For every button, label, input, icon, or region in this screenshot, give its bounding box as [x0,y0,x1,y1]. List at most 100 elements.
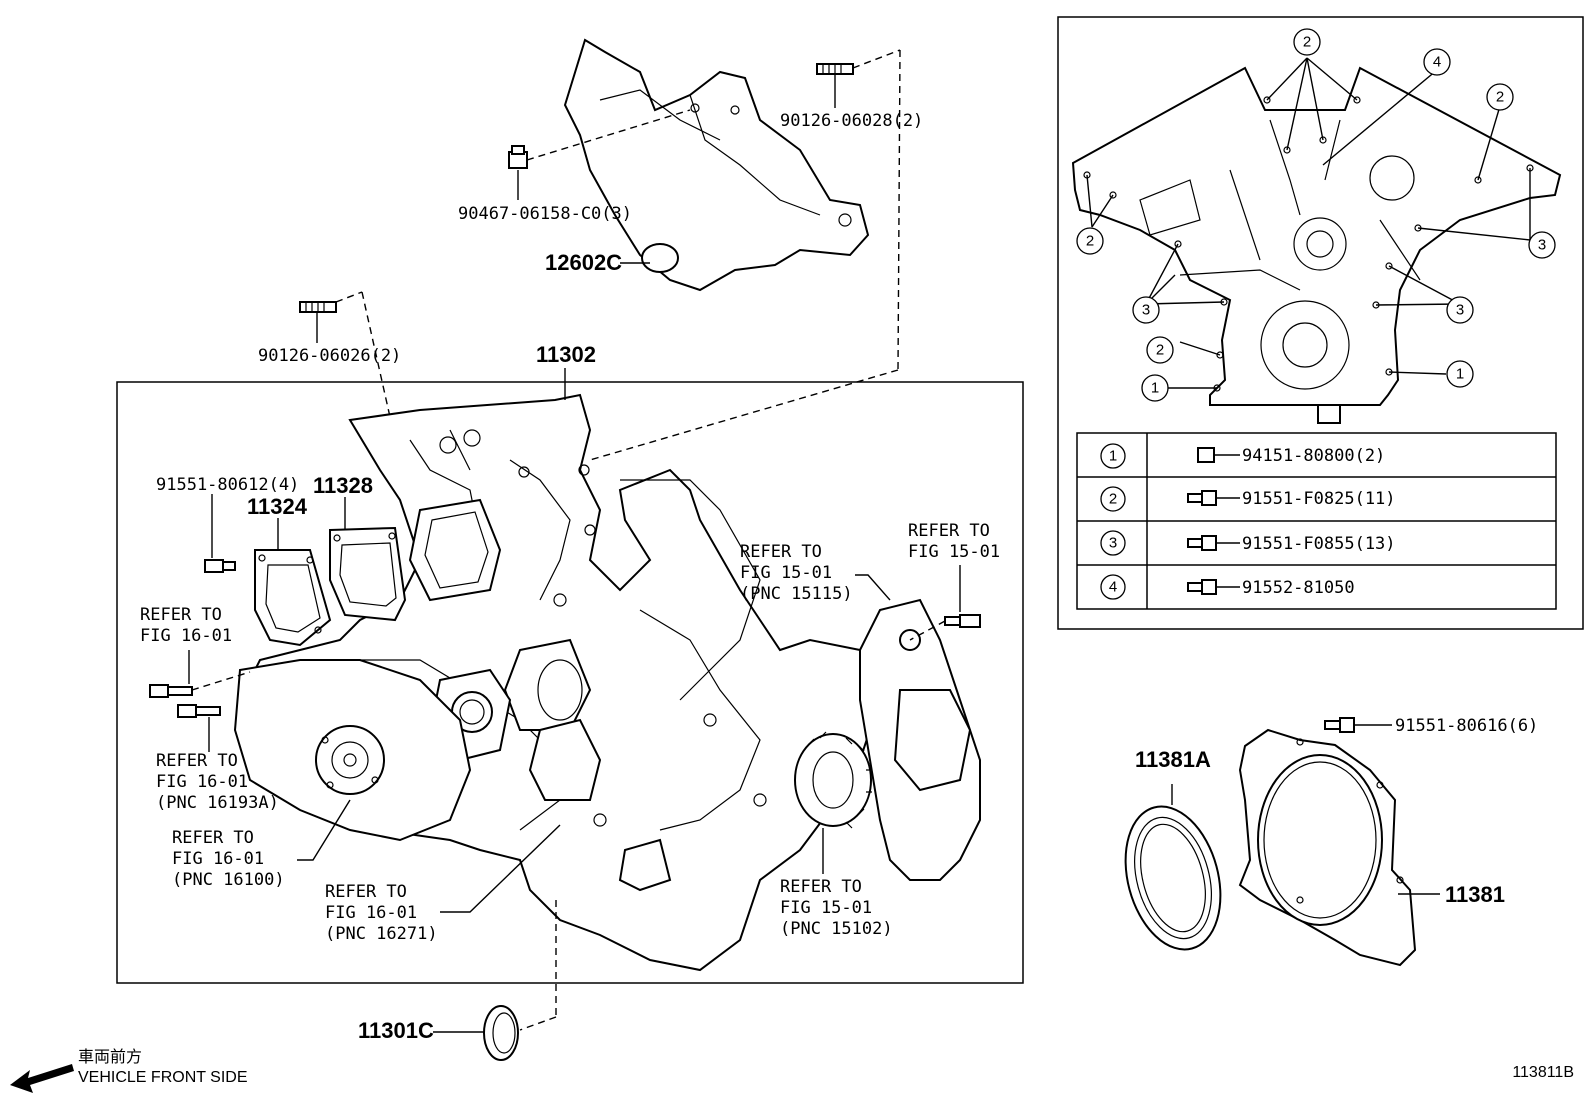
svg-text:3: 3 [1109,535,1117,552]
note-refer-16-01-c: REFER TO FIG 16-01 (PNC 16100) [172,799,351,890]
svg-text:(PNC 16193A): (PNC 16193A) [156,793,279,813]
note-refer-15-01-b: REFER TO FIG 15-01 [908,521,1000,612]
svg-text:FIG 16-01: FIG 16-01 [172,849,264,869]
part-label-91551-80612: 91551-80612(4) [156,475,299,495]
svg-text:4: 4 [1109,579,1117,596]
svg-text:FIG 16-01: FIG 16-01 [156,772,248,792]
svg-text:FIG 15-01: FIG 15-01 [908,542,1000,562]
svg-text:REFER TO: REFER TO [740,542,822,562]
callout-circle-2-left: 2 [1076,227,1104,255]
note-refer-16-01-a: REFER TO FIG 16-01 [140,605,232,684]
oil-pump-part [859,598,981,881]
rear-oil-seal-11381a-part [1124,805,1222,951]
svg-text:FIG 15-01: FIG 15-01 [780,898,872,918]
part-label-11324: 11324 [247,494,308,519]
bolt-legend-table [1076,432,1557,610]
svg-text:FIG 15-01: FIG 15-01 [740,563,832,583]
svg-text:2: 2 [1086,233,1094,250]
legend-row-2: 2 91551-F0825(11) [1100,486,1396,512]
part-label-12602c: 12602C [545,250,622,275]
inset-cover-outline [1071,66,1562,424]
svg-text:2: 2 [1156,342,1164,359]
callout-circle-4-top: 4 [1423,48,1451,76]
svg-text:(PNC 15102): (PNC 15102) [780,919,893,939]
svg-text:91551-F0825(11): 91551-F0825(11) [1242,489,1396,509]
callout-circle-3-right: 3 [1528,231,1556,259]
bolt-icon [1187,579,1217,595]
svg-text:FIG 16-01: FIG 16-01 [140,626,232,646]
direction-arrow-icon [10,1064,74,1093]
svg-text:3: 3 [1538,237,1546,254]
direction-label-en: VEHICLE FRONT SIDE [78,1069,248,1086]
inset-leader-lines [1086,57,1531,389]
bolt-location-inset-frame [1057,16,1584,630]
figure-id: 113811B [1512,1064,1574,1081]
part-label-11328: 11328 [313,473,373,498]
gasket-11324-part [254,549,332,647]
timing-cover-upper-part [563,38,870,292]
bolt-91551-80616-icon [1324,717,1355,733]
callout-circle-3-left: 3 [1132,296,1160,324]
bolt-refer-16-01-a-icon [149,684,193,698]
bolt-refer-15-01-icon [944,614,981,628]
svg-text:REFER TO: REFER TO [172,828,254,848]
nut-icon [1197,447,1215,463]
part-label-11302: 11302 [536,342,596,367]
note-refer-16-01-b: REFER TO FIG 16-01 (PNC 16193A) [156,717,279,813]
bolt-refer-16-01-b-icon [177,704,221,718]
svg-text:2: 2 [1303,34,1311,51]
direction-label-jp: 車両前方 [78,1048,142,1066]
callout-circle-1-right: 1 [1446,360,1474,388]
svg-text:91551-F0855(13): 91551-F0855(13) [1242,534,1396,554]
gasket-11328-part [329,526,407,622]
part-label-11381a: 11381A [1135,747,1211,772]
bolt-icon [1187,490,1217,506]
vehicle-front-direction-indicator: 車両前方 VEHICLE FRONT SIDE [10,1048,248,1093]
svg-text:1: 1 [1109,448,1117,465]
svg-text:94151-80800(2): 94151-80800(2) [1242,446,1385,466]
svg-text:2: 2 [1496,89,1504,106]
part-label-11301c: 11301C [358,1018,434,1043]
note-refer-15-01-c: REFER TO FIG 15-01 (PNC 15102) [780,828,893,939]
svg-text:1: 1 [1456,366,1464,383]
callout-circle-1-left: 1 [1141,374,1169,402]
rear-oil-seal-retainer-part [1238,728,1417,967]
svg-text:(PNC 16100): (PNC 16100) [172,870,285,890]
legend-row-1: 1 94151-80800(2) [1100,443,1385,469]
svg-text:1: 1 [1151,380,1159,397]
front-seal-11301c-part [483,1005,519,1061]
svg-text:(PNC 16271): (PNC 16271) [325,924,438,944]
svg-text:2: 2 [1109,491,1117,508]
nut-icon [508,145,528,169]
svg-text:REFER TO: REFER TO [156,751,238,771]
callout-circle-2-top: 2 [1293,28,1321,56]
svg-text:REFER TO: REFER TO [325,882,407,902]
bolt-icon [1187,535,1217,551]
part-label-90467-06158: 90467-06158-C0(3) [458,204,632,224]
part-label-90126-06026: 90126-06026(2) [258,346,401,366]
note-refer-15-01-a: REFER TO FIG 15-01 (PNC 15115) [740,542,891,604]
main-assembly-frame [116,381,1024,984]
legend-row-4: 4 91552-81050 [1100,574,1355,600]
note-refer-16-01-d: REFER TO FIG 16-01 (PNC 16271) [325,824,561,944]
water-pump-part [233,659,472,842]
part-label-11381: 11381 [1445,882,1505,907]
stud-bolt-icon [816,63,854,75]
callout-circle-2-lower: 2 [1146,336,1174,364]
svg-text:FIG 16-01: FIG 16-01 [325,903,417,923]
part-label-90126-06028: 90126-06028(2) [780,111,923,131]
svg-text:REFER TO: REFER TO [780,877,862,897]
callout-circle-3-midright: 3 [1446,296,1474,324]
svg-text:REFER TO: REFER TO [908,521,990,541]
svg-text:3: 3 [1142,302,1150,319]
oil-pump-gear-part [794,731,872,829]
callout-circle-2-right: 2 [1486,83,1514,111]
bolt-91551-80612-icon [204,559,236,573]
svg-text:91552-81050: 91552-81050 [1242,578,1355,598]
svg-text:3: 3 [1456,302,1464,319]
part-label-91551-80616: 91551-80616(6) [1395,716,1538,736]
svg-text:4: 4 [1433,54,1441,71]
svg-text:(PNC 15115): (PNC 15115) [740,584,853,604]
stud-bolt-left-icon [299,301,337,313]
